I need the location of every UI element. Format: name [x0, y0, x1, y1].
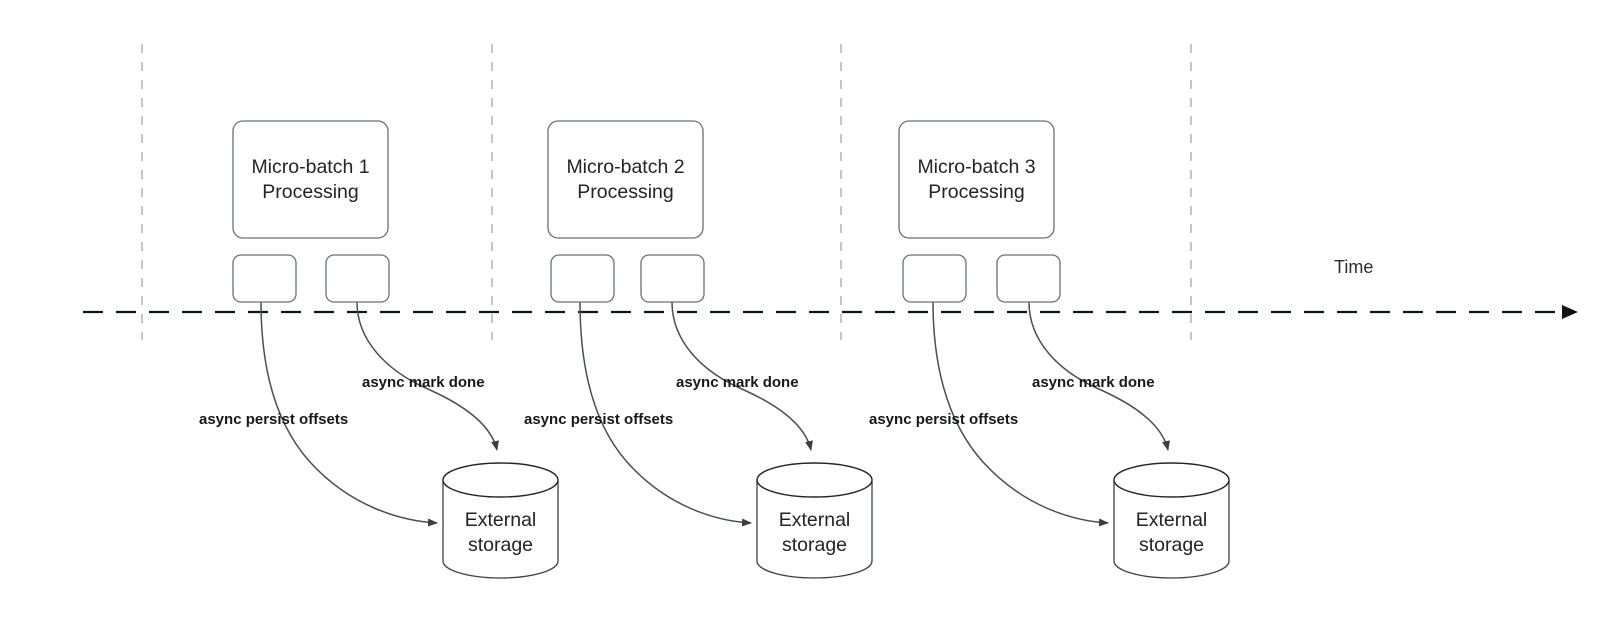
micro-batch-box[interactable]: [547, 120, 704, 239]
micro-batch-label-line1: Micro-batch 1: [251, 156, 369, 178]
external-storage-label-line1: External: [1136, 509, 1208, 531]
external-storage-cylinder-body[interactable]: [756, 479, 873, 579]
external-storage-cylinder-body[interactable]: [442, 479, 559, 579]
mark-done-box[interactable]: [325, 254, 390, 303]
mark-done-box[interactable]: [640, 254, 705, 303]
timeline-label: Time: [1334, 257, 1373, 277]
shapes-group: [232, 120, 1230, 579]
external-storage-label-line2: storage: [782, 534, 847, 556]
external-storage-cylinder-top: [442, 462, 559, 498]
timeline-group: [83, 305, 1578, 319]
external-storage-label-line1: External: [779, 509, 851, 531]
async-persist-offsets-edge-label: async persist offsets: [869, 411, 1018, 428]
micro-batch-label-line1: Micro-batch 3: [917, 156, 1035, 178]
async-mark-done-edge: [1028, 301, 1170, 451]
offset-commit-box[interactable]: [232, 254, 297, 303]
external-storage-cylinder-top: [1113, 462, 1230, 498]
timeline-arrowhead-icon: [1562, 305, 1578, 319]
micro-batch-label-line2: Processing: [577, 181, 673, 203]
micro-batch-box[interactable]: [232, 120, 389, 239]
async-persist-offsets-edge: [932, 301, 1109, 527]
tick-lines-group: [141, 44, 1192, 340]
micro-batch-box[interactable]: [898, 120, 1055, 239]
external-storage-label-line2: storage: [468, 534, 533, 556]
external-storage-cylinder-top: [756, 462, 873, 498]
offset-commit-box[interactable]: [902, 254, 967, 303]
async-persist-offsets-edge-label: async persist offsets: [199, 411, 348, 428]
external-storage-label-line1: External: [465, 509, 537, 531]
micro-batch-label-line2: Processing: [928, 181, 1024, 203]
async-mark-done-edge: [356, 301, 499, 451]
async-mark-done-edge-label: async mark done: [1032, 374, 1155, 391]
async-mark-done-edge-label: async mark done: [362, 374, 485, 391]
async-persist-offsets-edge-label: async persist offsets: [524, 411, 673, 428]
micro-batch-label-line2: Processing: [262, 181, 358, 203]
external-storage-cylinder-body[interactable]: [1113, 479, 1230, 579]
micro-batch-label-line1: Micro-batch 2: [566, 156, 684, 178]
external-storage-label-line2: storage: [1139, 534, 1204, 556]
offset-commit-box[interactable]: [550, 254, 615, 303]
mark-done-box[interactable]: [996, 254, 1061, 303]
flow-edges-group: [260, 301, 1170, 527]
async-mark-done-edge: [671, 301, 813, 451]
async-persist-offsets-edge: [260, 301, 438, 527]
async-persist-offsets-edge: [579, 301, 752, 527]
async-mark-done-edge-label: async mark done: [676, 374, 799, 391]
